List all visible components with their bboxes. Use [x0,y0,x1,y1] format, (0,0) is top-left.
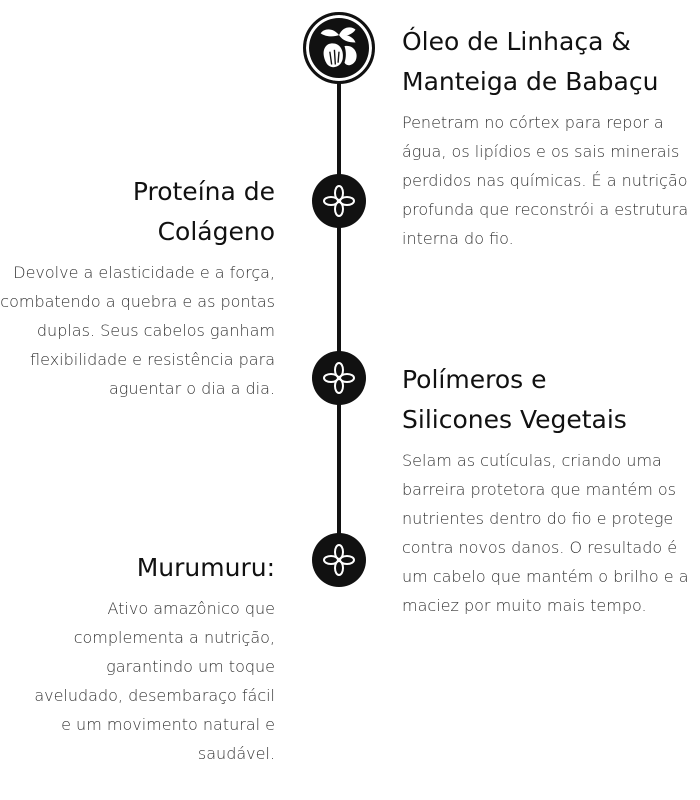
item-title: Óleo de Linhaça & Manteiga de Babaçu [402,27,659,96]
item-text: Ativo amazônico que complementa a nutriç… [34,599,275,763]
timeline-line [337,80,341,572]
item-title: Polímeros e Silicones Vegetais [402,365,627,434]
item-text: Selam as cutículas, criando uma barreira… [402,451,689,615]
timeline-item-colageno: Proteína de Colágeno Devolve a elasticid… [0,172,275,403]
item-text: Penetram no córtex para repor a água, os… [402,113,689,248]
item-title: Murumuru: [136,553,275,582]
seed-leaf-icon [303,12,375,84]
timeline-item-murumuru: Murumuru: Ativo amazônico que complement… [0,548,275,768]
timeline-item-polimeros: Polímeros e Silicones Vegetais Selam as … [402,360,700,620]
timeline-item-linhaca: Óleo de Linhaça & Manteiga de Babaçu Pen… [402,22,700,253]
item-text: Devolve a elasticidade e a força, combat… [0,263,275,398]
flower-icon [312,533,366,587]
flower-icon [312,351,366,405]
flower-icon [312,174,366,228]
item-title: Proteína de Colágeno [132,177,275,246]
